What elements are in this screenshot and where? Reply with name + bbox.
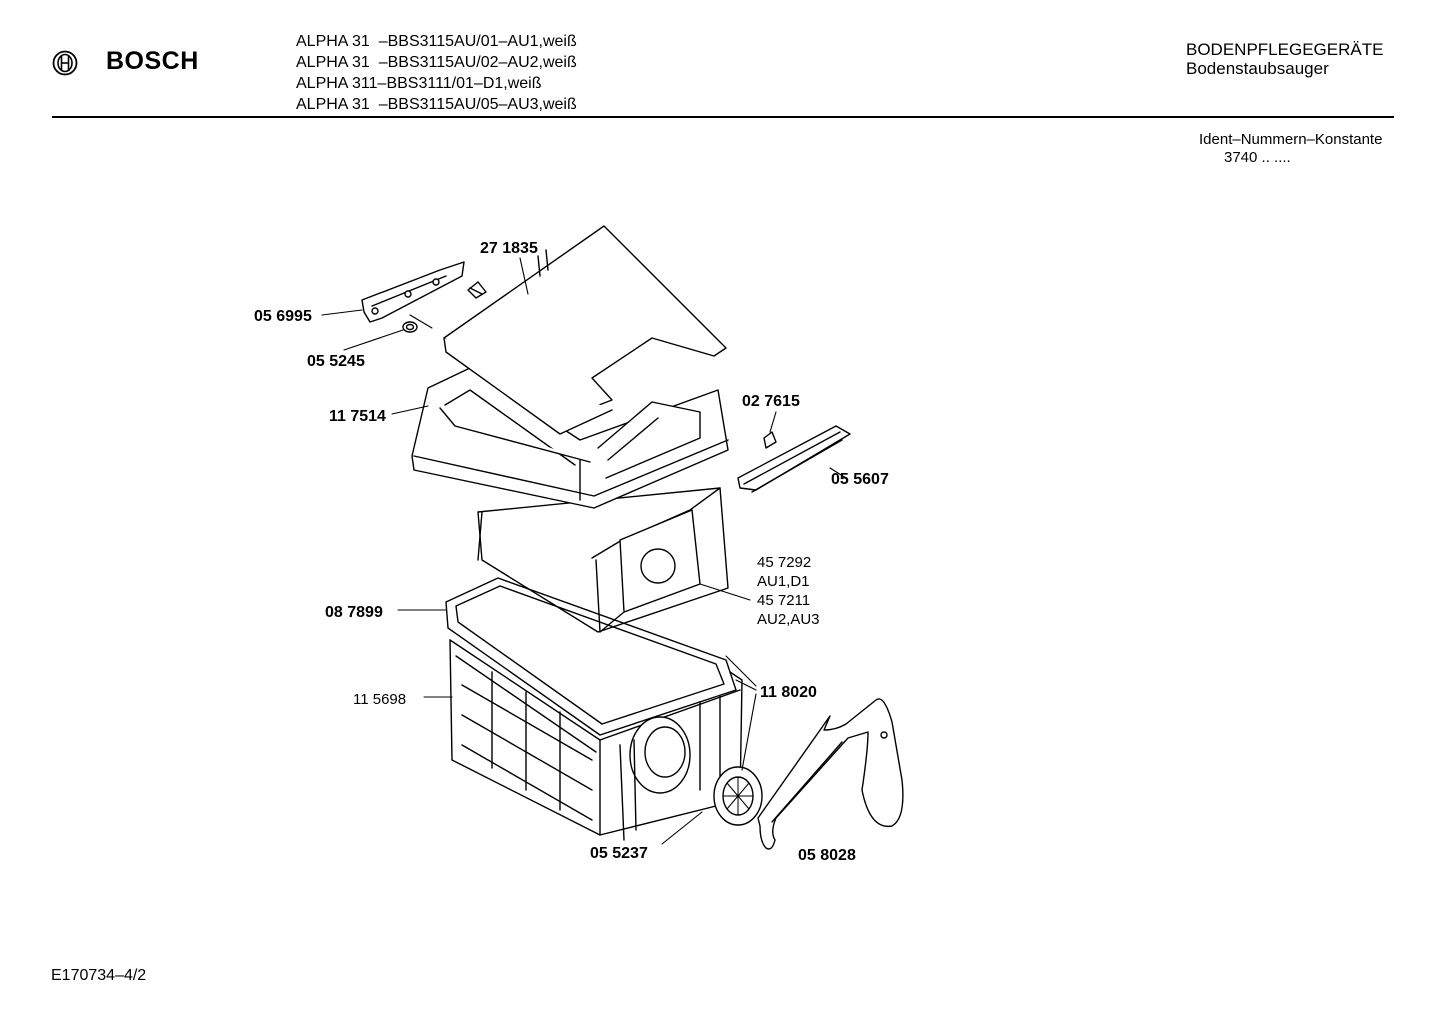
ident-code: 3740 .. .... xyxy=(1224,149,1291,166)
model-line: ALPHA 31 –BBS3115AU/05–AU3,weiß xyxy=(296,96,577,113)
ident-block: Ident–Nummern–Konstante 3740 .. .... xyxy=(1199,131,1382,167)
header-divider xyxy=(52,116,1394,118)
dust-bag xyxy=(477,487,729,633)
spring xyxy=(402,321,418,333)
bag-variant-2: AU2,AU3 xyxy=(757,611,820,628)
bag-part-number-1: 45 7292 xyxy=(757,554,811,571)
latch xyxy=(763,431,777,449)
spring-clip xyxy=(467,281,487,299)
part-label-118020: 11 8020 xyxy=(760,684,817,701)
category-subtitle: Bodenstaubsauger xyxy=(1186,59,1329,78)
model-line: ALPHA 311–BBS3111/01–D1,weiß xyxy=(296,75,542,92)
part-label-271835: 27 1835 xyxy=(480,240,538,257)
part-label-117514: 11 7514 xyxy=(329,408,386,425)
carrying-strap xyxy=(757,698,904,850)
hinge-part xyxy=(361,261,465,323)
bosch-logo-icon xyxy=(52,50,78,76)
model-list: ALPHA 31 –BBS3115AU/01–AU1,weiß ALPHA 31… xyxy=(296,31,577,115)
lid-frame xyxy=(411,367,729,509)
seal-ring xyxy=(445,577,737,736)
base-housing xyxy=(449,639,743,841)
category-title: BODENPFLEGEGERÄTE xyxy=(1186,40,1384,59)
part-label-055245: 05 5245 xyxy=(307,353,365,370)
part-label-056995: 05 6995 xyxy=(254,308,312,325)
bag-part-number-2: 45 7211 xyxy=(757,592,810,609)
part-label-055237: 05 5237 xyxy=(590,845,648,862)
part-label-055607: 05 5607 xyxy=(831,471,889,488)
top-cover xyxy=(443,225,727,435)
product-category: BODENPFLEGEGERÄTE Bodenstaubsauger xyxy=(1186,40,1383,78)
part-label-115698: 11 5698 xyxy=(353,691,406,708)
model-line: ALPHA 31 –BBS3115AU/02–AU2,weiß xyxy=(296,54,577,71)
bag-variant-1: AU1,D1 xyxy=(757,573,810,590)
part-label-027615: 02 7615 xyxy=(742,393,800,410)
brand-name: BOSCH xyxy=(106,47,199,75)
drawing-number: E170734–4/2 xyxy=(51,967,147,984)
carry-handle xyxy=(737,425,851,493)
ident-label: Ident–Nummern–Konstante xyxy=(1199,131,1383,148)
part-label-058028: 05 8028 xyxy=(798,847,856,864)
model-line: ALPHA 31 –BBS3115AU/01–AU1,weiß xyxy=(296,33,577,50)
wheel xyxy=(713,766,763,826)
part-label-087899: 08 7899 xyxy=(325,604,383,621)
